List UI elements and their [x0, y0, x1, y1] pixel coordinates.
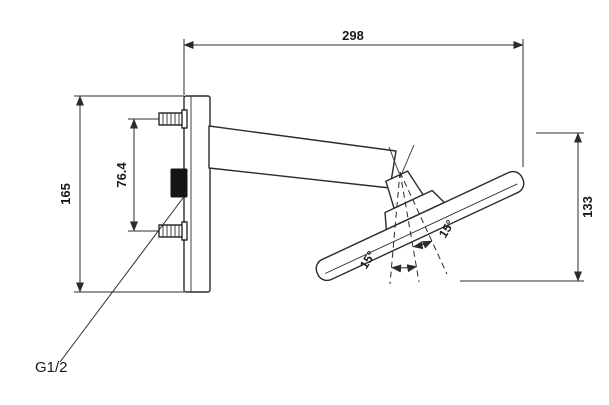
angle-ref-line-3: [399, 171, 448, 275]
head-rim-line: [325, 183, 518, 274]
dim-width-label: 298: [342, 28, 364, 43]
dimension-head-height: 133: [460, 132, 595, 282]
mounting-screw-bottom: [158, 221, 188, 241]
dim-height-label: 165: [58, 183, 73, 205]
head-disc: [315, 170, 525, 282]
shower-arm: [208, 125, 397, 189]
leader-line: [59, 197, 184, 363]
swivel-joint-lines: [388, 144, 415, 174]
angle-ref-line-2: [399, 171, 420, 283]
dim-head-height-label: 133: [580, 196, 595, 218]
wall-plate-body: [183, 95, 211, 293]
thread-connector: [170, 168, 188, 198]
angle-arc-1: [391, 264, 418, 273]
angle-arc-2: [412, 240, 433, 250]
wall-plate: [183, 95, 211, 293]
shower-head: [315, 170, 525, 282]
dimension-height: 165: [58, 95, 184, 293]
dimension-inner-height: 76.4: [114, 118, 159, 232]
thread-label: G1/2: [35, 359, 68, 376]
dimension-width: 298: [183, 28, 524, 167]
dim-inner-label: 76.4: [114, 162, 129, 188]
mounting-screw-top: [158, 109, 188, 129]
thread-callout: G1/2: [35, 197, 184, 376]
